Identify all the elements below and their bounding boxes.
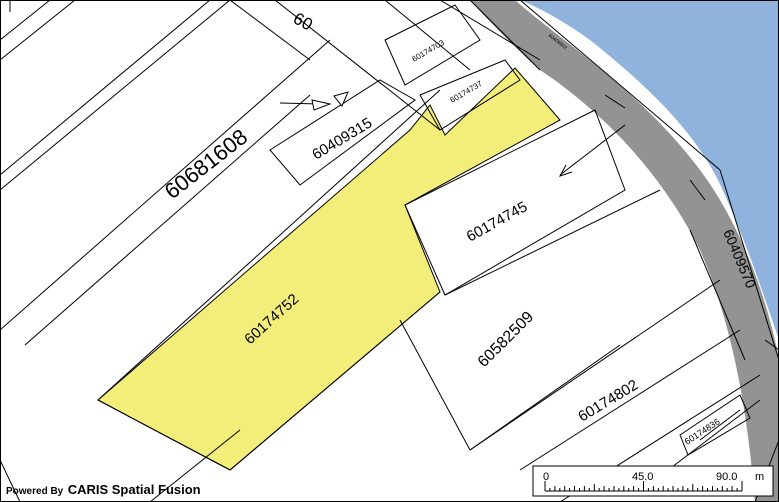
arrow-line: [559, 124, 626, 176]
boundary-line: [0, 0, 76, 61]
parcel-label-60174836[interactable]: 60174836: [683, 416, 722, 446]
boundary-line: [764, 339, 779, 351]
parcel-label-60174745[interactable]: 60174745: [464, 198, 531, 245]
boundary-line: [519, 329, 741, 471]
boundary-line: [0, 0, 51, 41]
parcel-outline-60174745: [404, 109, 626, 296]
parcel-label-60174802[interactable]: 60174802: [575, 376, 641, 425]
boundary-line: [229, 291, 441, 471]
boundary-line: [97, 89, 441, 401]
powered-by-credit: Powered By CARIS Spatial Fusion: [6, 481, 201, 499]
boundary-line: [97, 399, 231, 471]
boundary-line: [0, 0, 231, 191]
boundary-line: [274, 0, 441, 131]
boundary-line: [469, 344, 621, 451]
boundary-line: [149, 429, 241, 502]
boundary-line: [604, 94, 626, 109]
parcel-label-60681608[interactable]: 60681608: [160, 124, 253, 204]
parcel-label-60409315[interactable]: 60409315: [309, 114, 375, 163]
boundary-line: [444, 189, 661, 296]
boundary-line: [689, 179, 706, 201]
parcel-outline-60174737: [419, 59, 521, 131]
boundary-line: [719, 169, 779, 361]
parcel-label-60174703[interactable]: 60174703: [411, 38, 447, 64]
arrow-line: [699, 409, 741, 441]
boundary-line: [0, 459, 21, 502]
arrow-head: [558, 164, 573, 177]
scale-tick-label-0: 0: [543, 471, 549, 483]
boundary-line: [0, 0, 211, 176]
parcel-label-60174737[interactable]: 60174737: [449, 79, 485, 105]
selected-parcel-60174752[interactable]: [97, 67, 561, 471]
parcel-outline-60174703: [384, 4, 481, 86]
arrow-head: [311, 99, 332, 111]
parcel-label-top[interactable]: 60: [290, 9, 316, 35]
boundary-line: [229, 0, 311, 61]
boundary-line: [24, 94, 311, 346]
boundary-line: [469, 279, 721, 451]
parcel-outline-60174836: [679, 394, 751, 456]
water-area: [520, 0, 779, 340]
boundary-line: [519, 0, 721, 171]
boundary-line: [469, 0, 541, 71]
boundary-line: [384, 0, 471, 71]
scale-bar: 0 45.0 90.0 m: [532, 465, 774, 497]
boundary-line: [689, 229, 746, 361]
boundary-line: [399, 319, 471, 451]
boundary-line: [439, 0, 541, 61]
credit-brand: CARIS Spatial Fusion: [67, 482, 201, 497]
arrow-head: [333, 91, 349, 107]
credit-prefix: Powered By: [6, 486, 64, 497]
boundary-line: [0, 39, 331, 331]
road-band: [470, 0, 779, 502]
parcel-label-60582509[interactable]: 60582509: [475, 308, 537, 370]
scale-unit-label: m: [755, 471, 764, 483]
scale-tick-label-90: 90.0: [716, 471, 737, 483]
map-arrows: [279, 91, 741, 441]
scale-tick-label-45: 45.0: [632, 471, 653, 483]
